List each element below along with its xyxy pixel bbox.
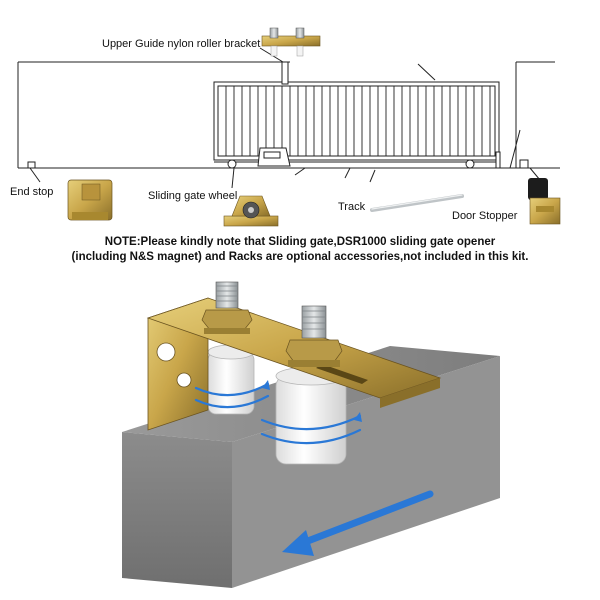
note-line-1: NOTE:Please kindly note that Sliding gat… <box>104 236 496 248</box>
track-icon <box>370 194 464 212</box>
gate-beam-side <box>232 356 500 588</box>
end-stop-icon <box>67 179 113 221</box>
note-line-2: (including N&S magnet) and Racks are opt… <box>71 251 529 263</box>
leader-track <box>344 167 351 179</box>
leader-opener <box>294 167 306 176</box>
guide-post <box>281 61 289 85</box>
roller-bracket-illustration <box>122 281 500 588</box>
end-stop-label: End stop <box>10 186 54 198</box>
left-wall <box>17 61 290 168</box>
bolt-left <box>201 281 253 334</box>
sliding-gate-wheel-label: Sliding gate wheel <box>148 190 238 202</box>
door-stopper-marker <box>519 159 529 169</box>
gate-bars <box>225 86 491 156</box>
door-stopper-label: Door Stopper <box>452 210 518 222</box>
leader-gate <box>417 63 436 81</box>
door-stopper-icon <box>528 178 561 225</box>
right-wall <box>515 61 555 168</box>
gate-frame <box>213 81 500 161</box>
end-stop-marker <box>27 161 36 169</box>
gate-wheel-left <box>227 159 237 169</box>
leader-wheel <box>231 167 235 189</box>
bracket-slot <box>316 364 368 384</box>
upper-guide-label: Upper Guide nylon roller bracket <box>102 38 261 50</box>
bolt-right <box>285 305 343 367</box>
gate-beam-front <box>122 432 232 588</box>
gate-diagram <box>17 47 560 189</box>
leader-door-stopper <box>509 129 521 169</box>
gate-wheel-right <box>465 159 475 169</box>
upper-guide-bracket-icon <box>261 27 321 57</box>
gate-inner-frame <box>217 85 496 157</box>
leader-end-stop <box>29 167 41 183</box>
leader-track-2 <box>369 169 376 183</box>
motion-arrow <box>282 490 434 556</box>
track-label: Track <box>338 201 366 213</box>
rotation-arrows <box>194 382 362 445</box>
sliding-gate-wheel-icon <box>223 195 279 227</box>
